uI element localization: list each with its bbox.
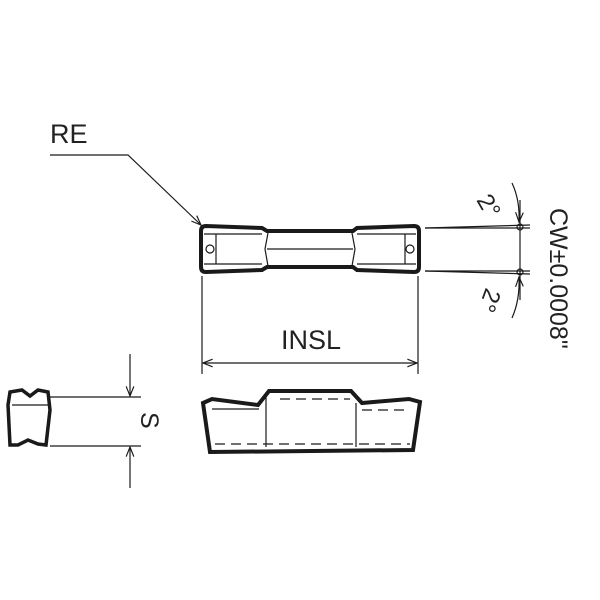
re-leader: RE [50,119,201,225]
angle-bottom-label: 2° [473,285,506,316]
re-label: RE [50,119,88,149]
cw-label: CW±0.0008" [544,208,572,349]
insl-label: INSL [281,325,341,355]
s-label: S [135,412,163,429]
angle-top-label: 2° [471,190,506,223]
cw-dimension [424,182,531,319]
insert-top-view [199,223,421,275]
insl-dimension [201,276,419,374]
insert-side-view [200,389,423,455]
insert-end-view [6,388,52,447]
s-dimension [50,354,141,488]
